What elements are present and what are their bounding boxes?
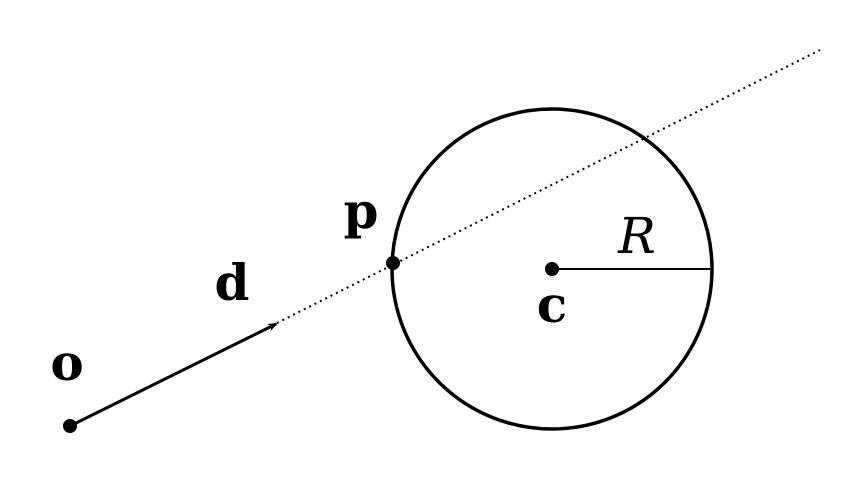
origin-point (63, 419, 77, 433)
direction-arrow (69, 322, 278, 428)
intersection-label: p (344, 181, 379, 240)
radius-label: R (617, 207, 656, 265)
center-label: c (537, 275, 567, 334)
center-point (545, 262, 559, 276)
intersection-point (386, 256, 400, 270)
direction-label: d (215, 253, 250, 312)
origin-label: o (50, 333, 83, 392)
